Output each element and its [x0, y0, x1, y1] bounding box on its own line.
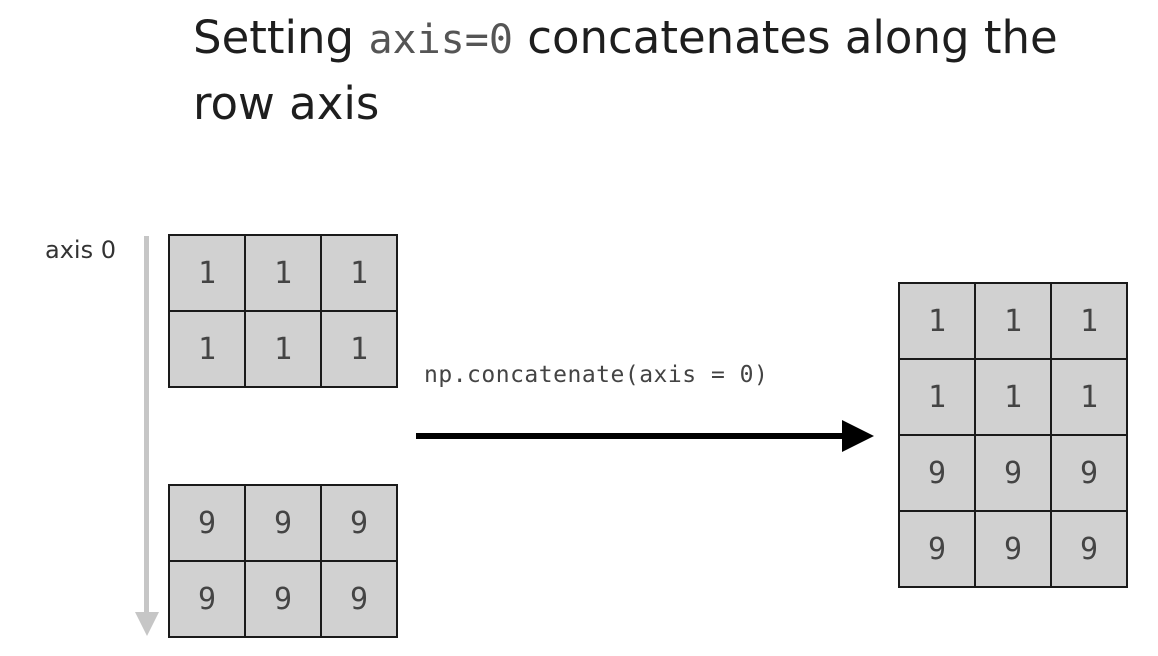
result-array-cell: 9 — [900, 436, 976, 512]
result-array-cell: 9 — [1052, 512, 1128, 588]
top-array-cell: 1 — [246, 312, 322, 388]
result-array-cell: 9 — [976, 512, 1052, 588]
result-array-cell: 1 — [976, 284, 1052, 360]
result-array-cell: 9 — [900, 512, 976, 588]
bottom-array-cell: 9 — [322, 486, 398, 562]
axis-0-arrow-head-icon — [135, 612, 159, 636]
bottom-array-cell: 9 — [246, 486, 322, 562]
top-array-cell: 1 — [246, 236, 322, 312]
top-array-cell: 1 — [322, 312, 398, 388]
concatenate-function-label: np.concatenate(axis = 0) — [424, 362, 769, 388]
result-array-cell: 9 — [1052, 436, 1128, 512]
top-array-cell: 1 — [322, 236, 398, 312]
axis-0-label: axis 0 — [45, 236, 116, 264]
title-suffix: concatenates along the row axis — [193, 11, 1058, 130]
result-array-cell: 9 — [976, 436, 1052, 512]
bottom-array-cell: 9 — [246, 562, 322, 638]
bottom-array-cell: 9 — [170, 486, 246, 562]
title-prefix: Setting — [193, 11, 369, 64]
top-array-cell: 1 — [170, 312, 246, 388]
result-array-cell: 1 — [900, 284, 976, 360]
title-code: axis=0 — [368, 17, 513, 63]
concatenate-arrow-shaft — [416, 433, 848, 439]
top-array-cell: 1 — [170, 236, 246, 312]
result-array-cell: 1 — [976, 360, 1052, 436]
concatenate-arrow-head-icon — [842, 420, 874, 452]
bottom-array-cell: 9 — [170, 562, 246, 638]
result-array-cell: 1 — [900, 360, 976, 436]
result-array-cell: 1 — [1052, 360, 1128, 436]
axis-0-arrow-shaft — [144, 236, 149, 616]
result-array-cell: 1 — [1052, 284, 1128, 360]
bottom-array-cell: 9 — [322, 562, 398, 638]
slide-title: Setting axis=0 concatenates along the ro… — [193, 6, 1133, 136]
